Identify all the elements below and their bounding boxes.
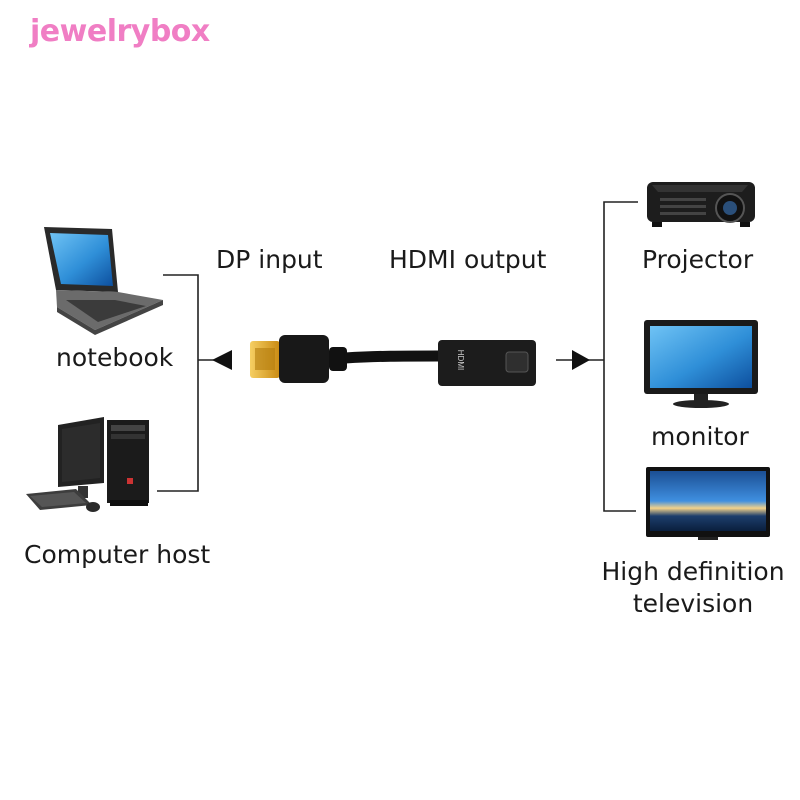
left-arrow-icon: [212, 350, 232, 370]
monitor-label: monitor: [651, 422, 749, 451]
projector-label: Projector: [642, 245, 754, 274]
hdtv-label-line1: High definition: [601, 557, 785, 586]
monitor-icon: [644, 320, 758, 408]
adapter-printed-text: HDMI: [456, 350, 465, 370]
right-bracket: [556, 201, 638, 512]
hdmi-adapter-icon: HDMI: [438, 340, 536, 386]
cable: [344, 350, 439, 364]
computer-host-icon: [26, 417, 149, 512]
hdmi-output-label: HDMI output: [389, 245, 547, 274]
dp-input-label: DP input: [216, 245, 323, 274]
hdtv-icon: [646, 467, 770, 540]
computer-host-label: Computer host: [24, 540, 211, 569]
watermark: jewelrybox: [30, 14, 210, 49]
right-arrow-icon: [572, 350, 590, 370]
dp-connector-icon: [250, 335, 347, 383]
left-bracket: [157, 274, 228, 492]
notebook-icon: [44, 227, 163, 335]
hdtv-label-line2: television: [632, 589, 754, 618]
projector-icon: [647, 182, 755, 227]
notebook-label: notebook: [56, 343, 174, 372]
